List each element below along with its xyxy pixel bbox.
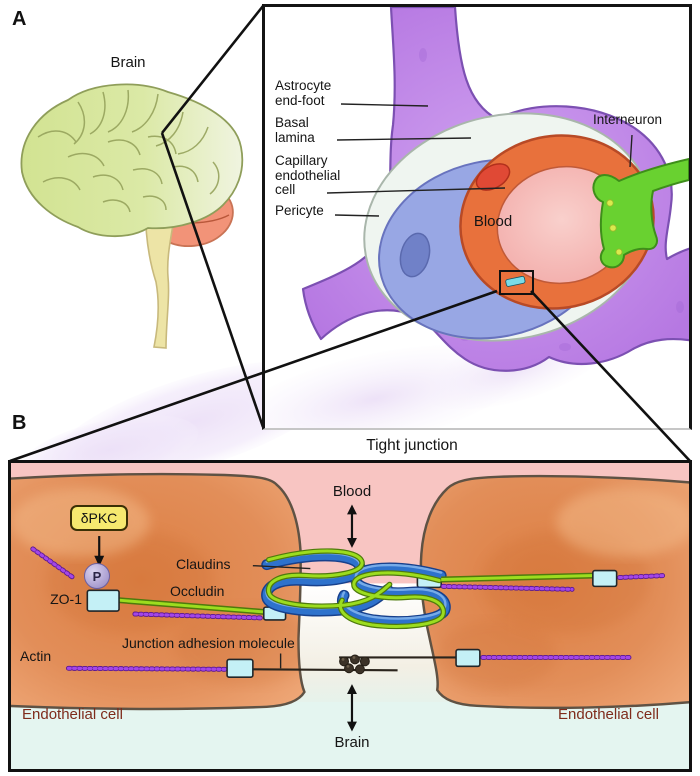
- phospho-badge: P: [84, 563, 110, 589]
- claudin-occludin-coils: [261, 548, 451, 630]
- dpkc-arrow: [94, 536, 105, 567]
- tight-junction-panel: [8, 460, 692, 772]
- endothelial-cell-right-shape: [419, 474, 689, 710]
- astrocyte-end-foot-label: Astrocyte end-foot: [275, 78, 332, 108]
- brain-label-b: Brain: [334, 734, 370, 751]
- junction-adhesion-molecule-label: Junction adhesion molecule: [122, 635, 295, 651]
- actin-filament-left-lower: [66, 665, 228, 672]
- panel-a-letter: A: [12, 8, 27, 30]
- interneuron-label: Interneuron: [593, 112, 663, 127]
- actin-filament-left-upper: [132, 611, 266, 621]
- actin-box-left: [226, 658, 254, 678]
- blood-double-arrow: [347, 504, 357, 548]
- jam-assembly: [252, 654, 457, 675]
- pericyte-label: Pericyte: [275, 203, 324, 218]
- blood-label-b: Blood: [332, 483, 372, 500]
- zo1-box-right: [592, 569, 618, 588]
- endothelial-cell-label-right: Endothelial cell: [558, 706, 659, 723]
- actin-filament-right-far: [617, 573, 668, 580]
- panel-b-pointer-lines: [252, 564, 311, 669]
- tight-junction-title: Tight junction: [366, 437, 458, 454]
- zo1-box-left: [86, 589, 120, 612]
- actin-fragment: [30, 546, 77, 581]
- occludin-strand-right: [441, 572, 595, 583]
- actin-label: Actin: [20, 648, 52, 664]
- brain-illustration: [20, 83, 244, 349]
- basal-lamina-label: Basal lamina: [275, 115, 315, 145]
- dpkc-badge: δPKC: [70, 505, 128, 531]
- brain-double-arrow: [347, 684, 357, 732]
- panel-b-letter: B: [12, 412, 27, 434]
- actin-filament-right-upper: [440, 583, 575, 592]
- blood-label-inset: Blood: [473, 213, 513, 230]
- tight-junction-marker: [499, 270, 534, 295]
- interneuron-shape: [592, 158, 689, 269]
- brain-label: Brain: [110, 54, 146, 71]
- inset-pointer-lines: [326, 103, 633, 217]
- cortex-shape: [20, 83, 244, 238]
- claudins-label: Claudins: [176, 556, 231, 572]
- capillary-endothelial-cell-label: Capillary endothelial cell: [275, 153, 341, 197]
- occludin-label: Occludin: [170, 583, 225, 599]
- endothelial-cell-label-left: Endothelial cell: [22, 706, 123, 723]
- occludin-strand-left: [118, 597, 266, 616]
- actin-box-right: [455, 648, 481, 668]
- zo1-label: ZO-1: [50, 591, 82, 607]
